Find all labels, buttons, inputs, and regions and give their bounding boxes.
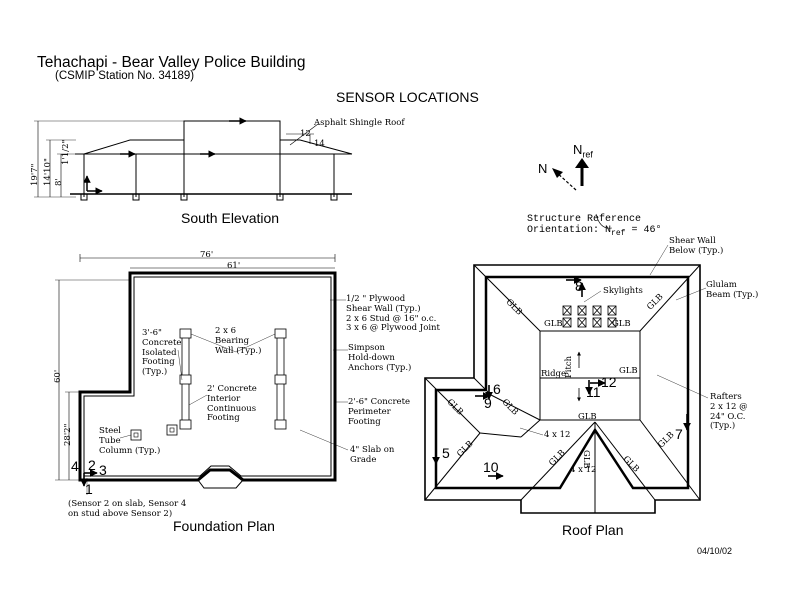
glb-label-bottom: GLB <box>578 412 597 422</box>
roof-slope-right <box>299 139 353 155</box>
orientation-line1: Structure Reference <box>527 214 642 225</box>
footing-2 <box>132 193 140 201</box>
sensor-10-label: 10 <box>483 459 499 475</box>
dim-61: 61' <box>227 261 241 271</box>
sensor-1-label: 1 <box>85 481 93 497</box>
orientation-line2: Orientation: Nref = 46° <box>527 225 662 238</box>
sensor-9-label: 9 <box>484 395 492 411</box>
roof-plan-caption: Roof Plan <box>562 522 624 538</box>
north-arrowhead <box>552 168 563 178</box>
south-elevation-caption: South Elevation <box>181 210 280 226</box>
glb-label-ridge: GLB <box>619 366 638 376</box>
foundation-plan-caption: Foundation Plan <box>173 518 275 534</box>
station-number: (CSMIP Station No. 34189) <box>55 70 195 82</box>
roof-plan-drawing <box>424 244 709 514</box>
sensor-4-label: 4 <box>71 458 79 474</box>
sensor-3-label: 3 <box>99 462 107 478</box>
sensor-7-label: 7 <box>675 426 683 442</box>
skylights-label: Skylights <box>603 286 643 296</box>
footing-3 <box>180 193 188 201</box>
section-heading: SENSOR LOCATIONS <box>336 89 479 105</box>
glb-label-top-right: GLB <box>612 319 631 329</box>
sensor-6-label: 6 <box>493 381 501 397</box>
steel-column-2 <box>166 424 178 436</box>
beam-4x12-south: 4 x 12 <box>570 465 597 475</box>
roof-note: Asphalt Shingle Roof <box>314 118 405 128</box>
footing-5 <box>330 193 338 201</box>
roof-outline <box>424 264 701 514</box>
dim-76: 76' <box>200 250 214 260</box>
north-label: N <box>538 161 548 176</box>
pitch-rise: 14 <box>314 139 325 149</box>
skylights <box>562 305 617 328</box>
roof-upper-section <box>183 120 281 155</box>
south-elevation-drawing <box>34 117 353 201</box>
drawing-date: 04/10/02 <box>697 546 733 556</box>
nref-label: Nref <box>573 142 593 160</box>
nref-arrowhead <box>575 158 589 168</box>
foundation-outline-outer <box>78 271 337 482</box>
beam-4x12-west: 4 x 12 <box>544 430 571 440</box>
orientation-arrows <box>552 158 613 229</box>
footing-4 <box>276 193 284 201</box>
foundation-plan-drawing <box>55 254 349 495</box>
glb-label-top: GLB <box>544 319 563 329</box>
sensor-2-label: 2 <box>88 457 96 473</box>
ridge-label: Ridge <box>541 369 567 379</box>
roof-slope-left <box>83 139 131 155</box>
page-title: Tehachapi - Bear Valley Police Building <box>37 54 306 71</box>
shear-wall-below <box>434 275 690 490</box>
footing-1 <box>80 193 88 201</box>
foundation-outline-inner <box>83 276 332 477</box>
sensor-5-label: 5 <box>442 445 450 461</box>
steel-column-1 <box>130 429 142 441</box>
